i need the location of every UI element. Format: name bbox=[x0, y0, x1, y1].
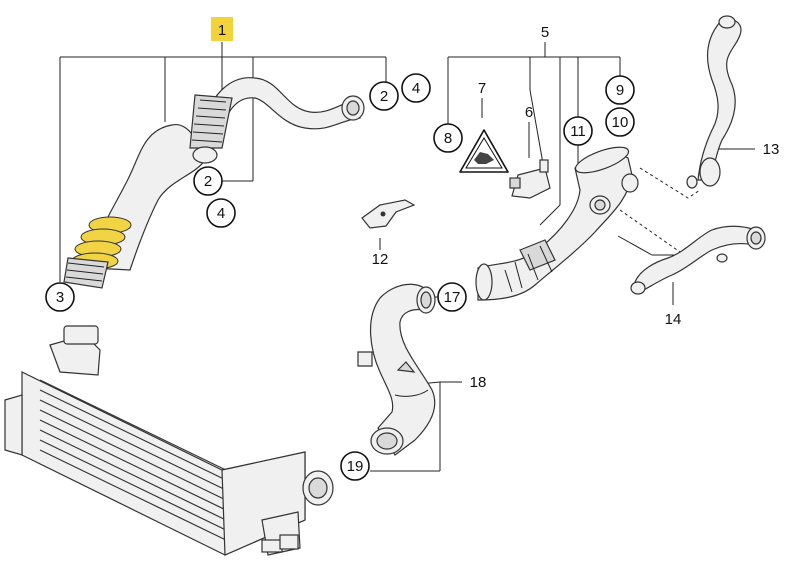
intake-pipe bbox=[475, 146, 639, 301]
svg-text:8: 8 bbox=[444, 130, 452, 147]
svg-text:10: 10 bbox=[612, 114, 629, 131]
intercooler bbox=[4, 325, 334, 556]
svg-text:17: 17 bbox=[444, 289, 461, 306]
charge-pipe-assembly bbox=[63, 77, 365, 289]
svg-text:3: 3 bbox=[56, 289, 64, 306]
callout-3: 3 bbox=[45, 282, 75, 312]
svg-text:19: 19 bbox=[347, 458, 364, 475]
callout-9: 9 bbox=[605, 75, 635, 105]
callout-4-mid: 4 bbox=[206, 198, 236, 228]
lower-charge-hose bbox=[357, 283, 436, 456]
sensor-part-6 bbox=[509, 159, 551, 199]
bracket-part-12 bbox=[361, 199, 416, 229]
label-5: 5 bbox=[541, 24, 549, 41]
hose-part-13 bbox=[686, 15, 742, 189]
callout-4-top: 4 bbox=[401, 73, 431, 103]
svg-text:11: 11 bbox=[570, 123, 586, 140]
callout-2-top: 2 bbox=[369, 81, 399, 111]
callout-17: 17 bbox=[437, 282, 467, 312]
callout-2-mid: 2 bbox=[193, 166, 223, 196]
callout-11: 11 bbox=[563, 116, 593, 146]
svg-text:2: 2 bbox=[380, 88, 388, 105]
label-18: 18 bbox=[470, 374, 487, 391]
svg-text:2: 2 bbox=[204, 173, 212, 190]
highlight-box bbox=[211, 17, 233, 41]
callout-19: 19 bbox=[340, 451, 370, 481]
callout-10: 10 bbox=[605, 107, 635, 137]
callout-8: 8 bbox=[433, 123, 463, 153]
svg-text:4: 4 bbox=[412, 80, 420, 97]
svg-text:9: 9 bbox=[616, 82, 624, 99]
hose-part-14 bbox=[630, 225, 766, 295]
label-14: 14 bbox=[665, 311, 682, 328]
label-6: 6 bbox=[525, 104, 533, 121]
svg-text:4: 4 bbox=[217, 205, 225, 222]
warning-triangle-part-7 bbox=[459, 129, 509, 173]
label-7: 7 bbox=[478, 80, 486, 97]
label-13: 13 bbox=[763, 141, 780, 158]
label-12: 12 bbox=[372, 251, 389, 268]
label-1: 1 bbox=[218, 22, 226, 39]
